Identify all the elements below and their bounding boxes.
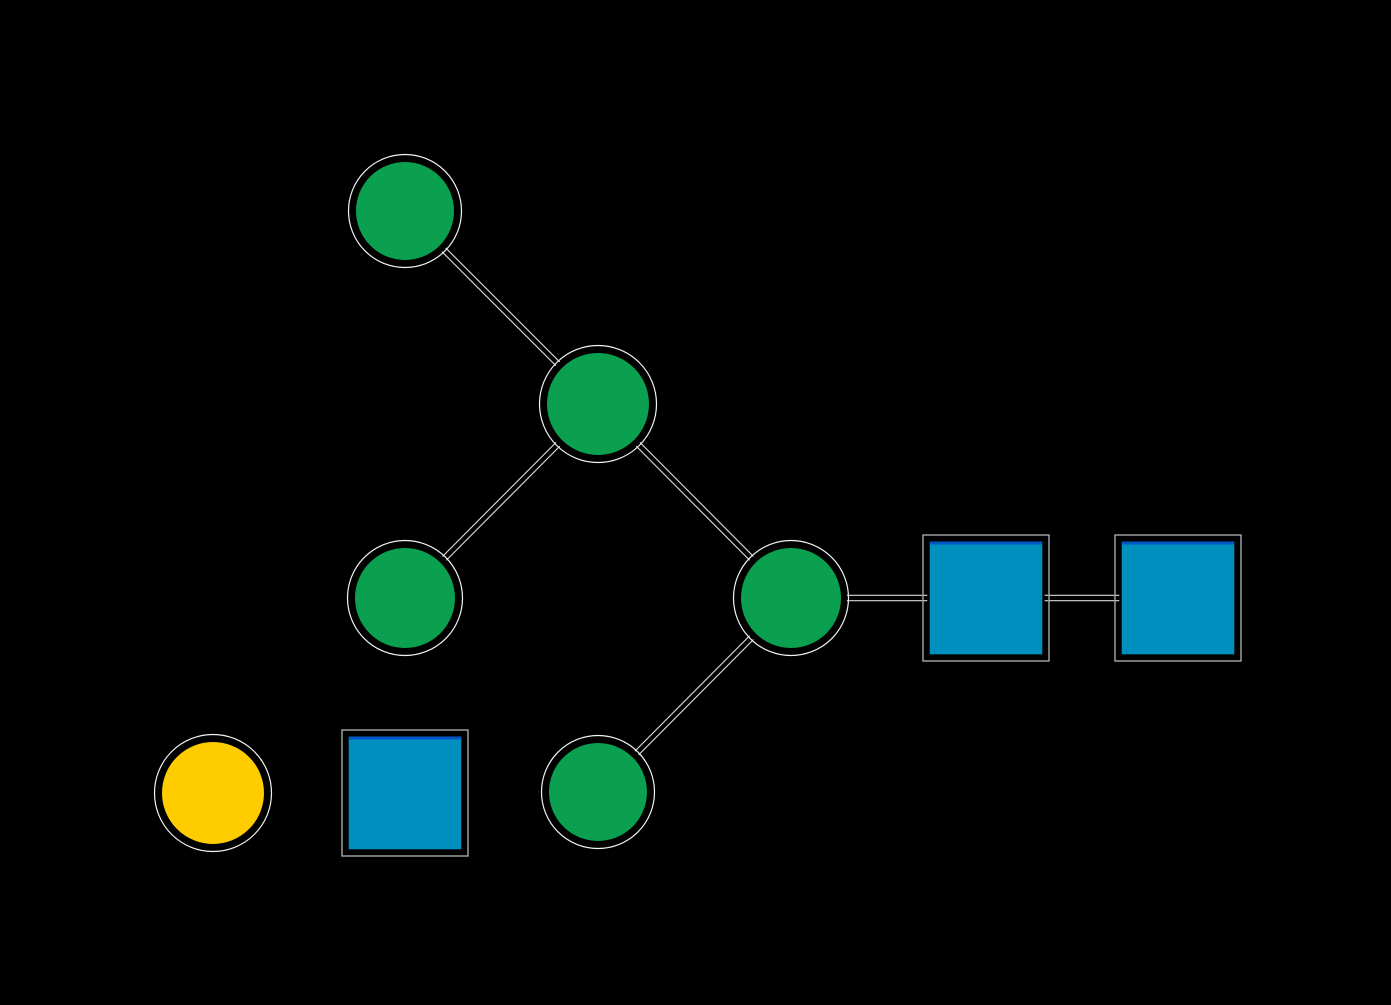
node-body: [543, 737, 653, 847]
graph-node-square-blue[interactable]: [341, 729, 469, 857]
node-halo: [153, 733, 273, 853]
node-body: [349, 542, 461, 654]
node-layer: [153, 153, 1242, 857]
node-body: [156, 736, 270, 850]
graph-node-circle-green[interactable]: [347, 153, 463, 269]
graph-node-circle-green[interactable]: [540, 734, 656, 850]
graph-node-circle-yellow[interactable]: [153, 733, 273, 853]
node-body: [735, 542, 847, 654]
node-outline: [341, 729, 469, 857]
node-outline: [1114, 534, 1242, 662]
node-halo: [540, 734, 656, 850]
graph-node-square-blue[interactable]: [1114, 534, 1242, 662]
node-halo: [346, 539, 464, 657]
node-body: [350, 156, 460, 266]
graph-node-circle-green[interactable]: [346, 539, 464, 657]
node-body: [927, 539, 1045, 657]
graph-node-square-blue[interactable]: [922, 534, 1050, 662]
node-body: [1119, 539, 1237, 657]
node-body: [541, 347, 655, 461]
graph-node-circle-green[interactable]: [538, 344, 658, 464]
node-halo: [538, 344, 658, 464]
node-halo: [347, 153, 463, 269]
node-outline: [922, 534, 1050, 662]
node-body: [346, 734, 464, 852]
node-halo: [732, 539, 850, 657]
graph-node-circle-green[interactable]: [732, 539, 850, 657]
